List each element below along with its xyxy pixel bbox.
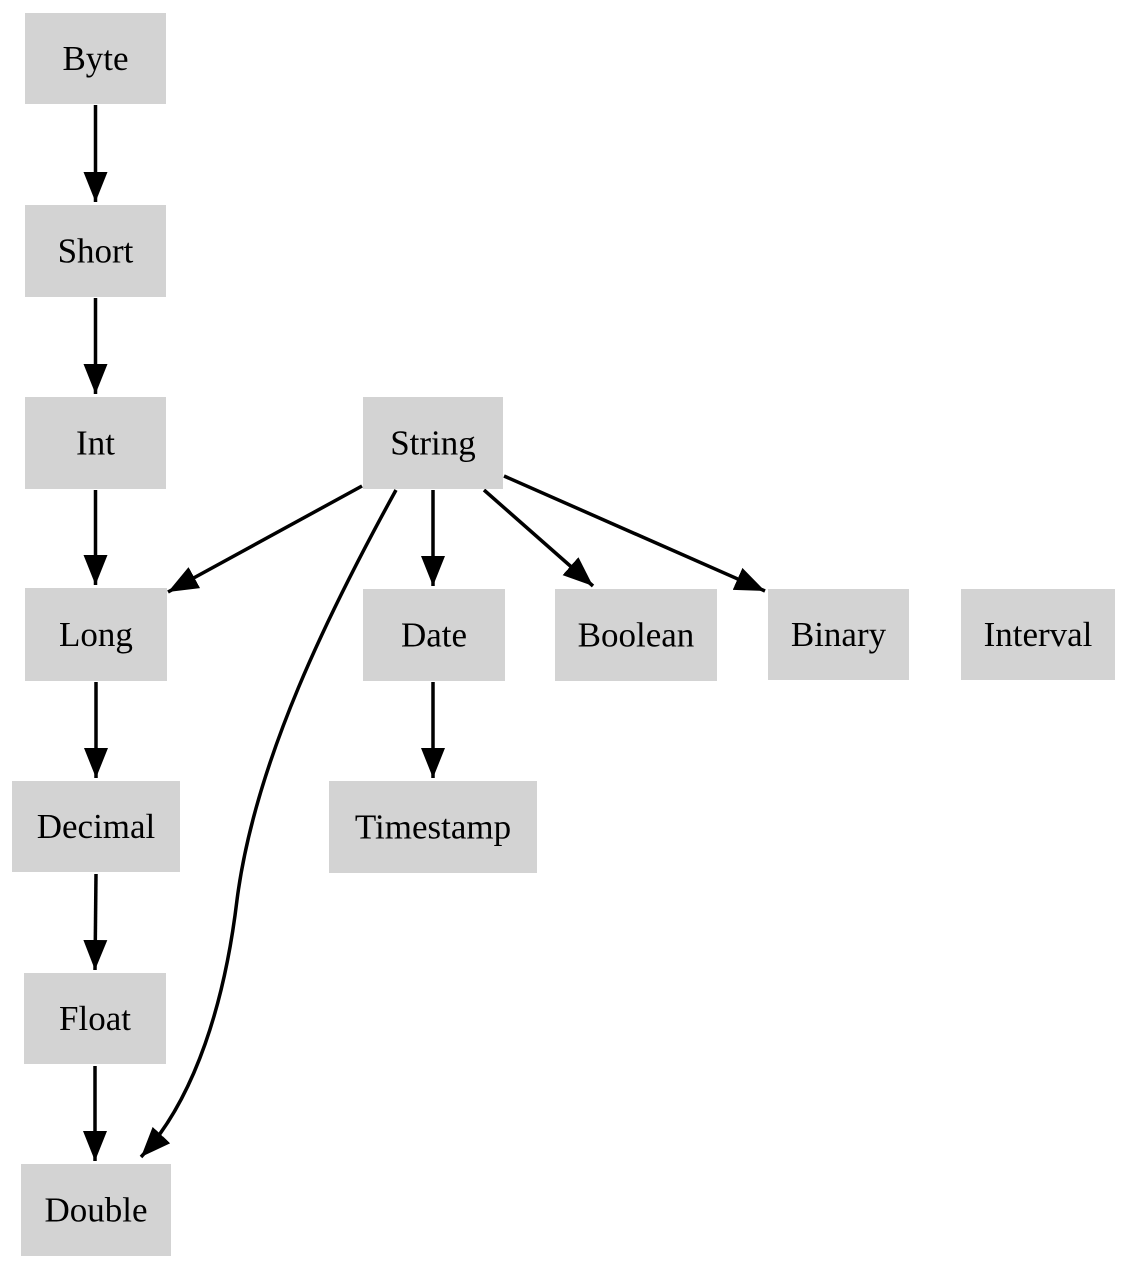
node-string: String <box>363 397 503 489</box>
node-decimal-label: Decimal <box>37 807 156 846</box>
node-short: Short <box>25 205 166 297</box>
node-date-label: Date <box>401 616 467 655</box>
edges <box>83 105 766 1161</box>
node-date-box <box>363 589 505 681</box>
edge-string-double <box>139 489 398 1159</box>
node-long-label: Long <box>59 615 133 654</box>
node-string-label: String <box>390 424 476 463</box>
node-decimal: Decimal <box>12 781 180 872</box>
node-double-box <box>21 1164 171 1256</box>
node-float-label: Float <box>59 999 131 1038</box>
node-byte-label: Byte <box>62 39 128 78</box>
node-boolean-box <box>555 589 717 681</box>
node-interval: Interval <box>961 589 1115 680</box>
node-int-box <box>25 397 166 489</box>
node-interval-label: Interval <box>984 615 1093 654</box>
node-long-box <box>25 588 167 681</box>
node-date: Date <box>363 589 505 681</box>
node-timestamp-box <box>329 781 537 873</box>
edge-decimal-float <box>83 873 108 971</box>
node-int-label: Int <box>76 424 115 463</box>
edge-string-boolean <box>482 488 595 588</box>
node-double: Double <box>21 1164 171 1256</box>
node-decimal-box <box>12 781 180 872</box>
node-binary-label: Binary <box>791 615 887 654</box>
node-float: Float <box>24 973 166 1064</box>
node-double-label: Double <box>44 1191 147 1230</box>
node-binary: Binary <box>768 589 909 680</box>
node-timestamp-label: Timestamp <box>355 808 511 847</box>
edge-string-long <box>167 484 363 594</box>
node-byte-box <box>25 13 166 104</box>
node-boolean-label: Boolean <box>578 616 695 655</box>
node-byte: Byte <box>25 13 166 104</box>
node-float-box <box>24 973 166 1064</box>
node-binary-box <box>768 589 909 680</box>
node-int: Int <box>25 397 166 489</box>
edge-string-binary <box>503 474 766 593</box>
node-boolean: Boolean <box>555 589 717 681</box>
node-timestamp: Timestamp <box>329 781 537 873</box>
node-short-box <box>25 205 166 297</box>
node-interval-box <box>961 589 1115 680</box>
node-long: Long <box>25 588 167 681</box>
node-short-label: Short <box>58 232 134 271</box>
node-string-box <box>363 397 503 489</box>
